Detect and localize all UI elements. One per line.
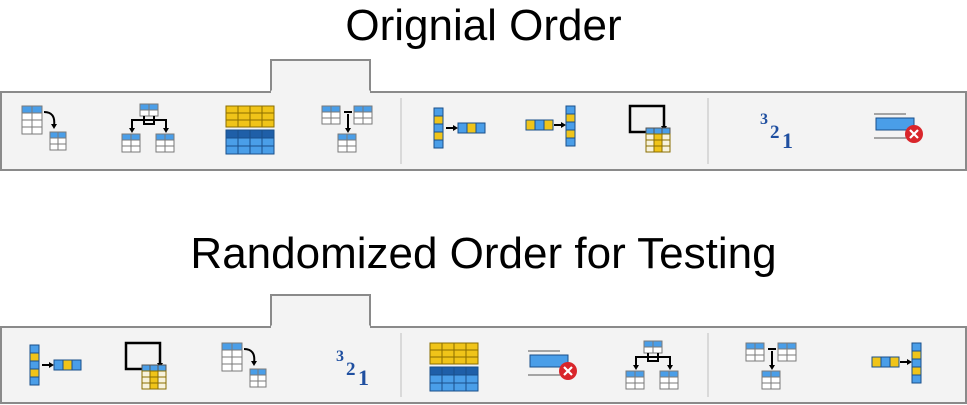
remove-column-icon[interactable] (868, 102, 928, 158)
column-to-row-icon[interactable] (424, 102, 486, 158)
remove-column-icon[interactable] (522, 339, 582, 395)
section-title: Orignial Order (345, 1, 622, 50)
svg-text:1: 1 (358, 365, 369, 390)
rank-glyph: 3 2 1 (760, 111, 793, 153)
toolbar-frame (0, 294, 967, 404)
row-to-column-icon[interactable] (868, 339, 928, 395)
full-table-icon[interactable] (220, 102, 280, 158)
svg-text:3: 3 (760, 111, 768, 128)
rank-order-icon[interactable]: 3 2 1 (742, 102, 802, 158)
svg-text:2: 2 (770, 122, 780, 143)
merge-tables-icon[interactable] (318, 102, 378, 158)
column-to-row-icon[interactable] (20, 339, 82, 395)
full-table-icon[interactable] (424, 339, 484, 395)
svg-text:2: 2 (346, 359, 356, 380)
section-title: Randomized Order for Testing (190, 229, 777, 278)
row-to-column-icon[interactable] (522, 102, 582, 158)
svg-text:1: 1 (782, 128, 793, 153)
split-table-icon[interactable] (220, 339, 280, 395)
randomized-order-section: Randomized Order for Testing 3 2 1 (0, 228, 967, 405)
rank-glyph: 3 2 1 (336, 348, 369, 390)
icon-toolbar: 3 2 1 (0, 293, 967, 405)
rank-order-icon[interactable]: 3 2 1 (318, 339, 378, 395)
merge-tables-icon[interactable] (742, 339, 802, 395)
icon-toolbar: 3 2 1 (0, 58, 967, 174)
fork-join-icon[interactable] (624, 339, 684, 395)
fork-join-icon[interactable] (120, 102, 180, 158)
split-table-icon[interactable] (20, 102, 80, 158)
loop-transform-icon[interactable] (120, 339, 180, 395)
loop-transform-icon[interactable] (624, 102, 684, 158)
svg-text:3: 3 (336, 348, 344, 365)
original-order-section: Orignial Order 3 2 1 (0, 0, 967, 180)
